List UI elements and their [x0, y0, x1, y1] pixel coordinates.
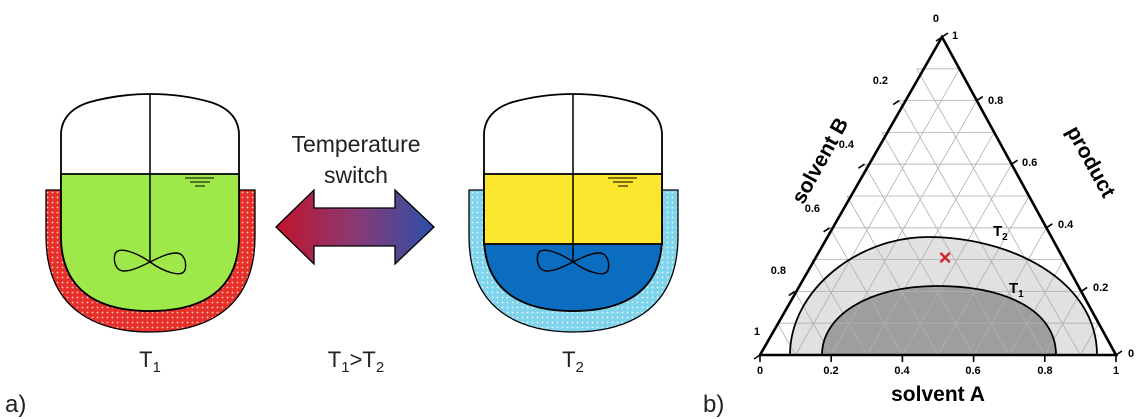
tick-label: 0.8 — [1037, 365, 1052, 377]
tick-label: 0.4 — [839, 139, 855, 151]
left-axis-ticks: 0 0.2 0.4 0.6 0.8 1 — [754, 13, 939, 338]
curve-t1-label: T1 — [1009, 280, 1024, 300]
region-t1 — [822, 286, 1056, 355]
right-axis-title: product — [1062, 122, 1120, 202]
curve-t1 — [821, 285, 1057, 355]
tick-label: 0 — [1128, 348, 1134, 360]
right-reactor-temp: T2 — [562, 347, 584, 376]
left-axis-title: solvent B — [787, 114, 853, 208]
ternary-triangle — [757, 34, 1119, 357]
left-reactor-temp: T1 — [139, 347, 161, 376]
right-axis-ticks: 1 0.8 0.6 0.4 0.2 0 — [952, 30, 1134, 360]
tick-label: 0.6 — [805, 203, 820, 215]
panel-a-label: a) — [5, 391, 26, 418]
bottom-axis-ticks: 0 0.2 0.4 0.6 0.8 1 — [757, 365, 1119, 377]
arrow-caption-line2: switch — [324, 162, 388, 188]
reactor-cold — [468, 93, 679, 333]
liquid-level-icon — [185, 177, 214, 187]
tick-label: 0 — [757, 365, 763, 377]
tick-label: 1 — [754, 326, 760, 338]
tick-label: 0.8 — [988, 95, 1003, 107]
arrow-caption-line1: Temperature — [291, 131, 420, 157]
tick-label: 0.6 — [1022, 157, 1037, 169]
curve-t2 — [789, 236, 1098, 355]
blue-phase — [483, 235, 663, 312]
tick-marks — [753, 32, 1123, 362]
tick-label: 1 — [952, 30, 958, 42]
bottom-axis-title: solvent A — [891, 383, 985, 406]
composition-marker: × — [939, 245, 952, 270]
tick-label: 0.4 — [894, 365, 910, 377]
liquid-level-icon — [608, 177, 637, 187]
tick-label: 0.6 — [965, 365, 980, 377]
tick-label: 0 — [933, 13, 939, 25]
panel-a: Temperature switch T1 T1>T2 T2 a) — [5, 93, 679, 418]
impeller-blade — [536, 249, 610, 275]
ternary-grid — [777, 68, 1099, 356]
tick-label: 0.2 — [873, 75, 888, 87]
curve-t2-label: T2 — [993, 223, 1008, 243]
temperature-switch-arrow — [275, 188, 435, 266]
tick-label: 0.4 — [1058, 219, 1074, 231]
reactor-hot — [45, 93, 256, 333]
tick-label: 0.2 — [1093, 282, 1108, 294]
temp-relation: T1>T2 — [328, 347, 384, 376]
tick-label: 1 — [1113, 365, 1119, 377]
tick-label: 0.8 — [771, 265, 786, 277]
panel-b: b) — [703, 13, 1134, 418]
impeller-blade — [113, 249, 187, 275]
panel-b-label: b) — [703, 391, 724, 418]
tick-label: 0.2 — [823, 365, 838, 377]
